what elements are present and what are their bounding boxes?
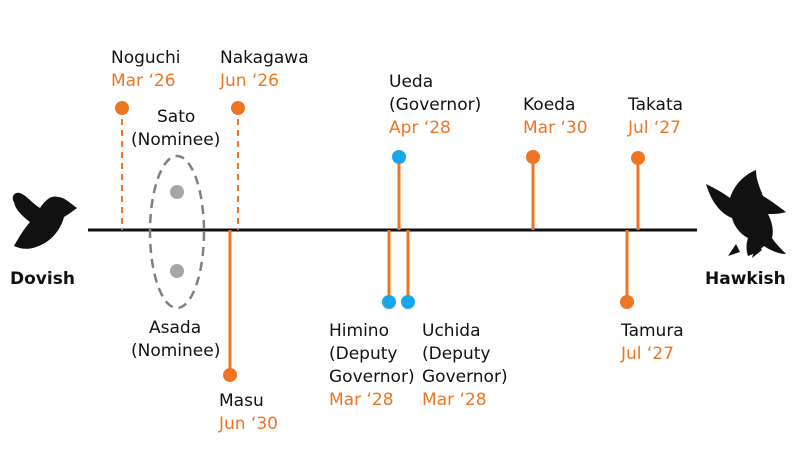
masu-date: Jun ‘30	[218, 414, 278, 434]
asada-role: (Nominee)	[131, 341, 220, 361]
dovish-label: Dovish	[10, 269, 75, 289]
koeda-date: Mar ‘30	[523, 118, 588, 138]
nakagawa-date: Jun ‘26	[219, 71, 279, 91]
tamura-marker	[620, 295, 634, 309]
noguchi-marker	[115, 101, 129, 115]
member-takata: Takata Jul ‘27	[627, 95, 683, 230]
tamura-date: Jul ‘27	[620, 344, 674, 364]
noguchi-date: Mar ‘26	[111, 71, 176, 91]
uchida-date: Mar ‘28	[422, 390, 487, 410]
takata-date: Jul ‘27	[627, 118, 681, 138]
hawkish-label: Hawkish	[705, 269, 786, 289]
sato-marker	[170, 185, 184, 199]
member-sato: Sato (Nominee)	[131, 107, 220, 199]
ueda-role: (Governor)	[389, 95, 481, 115]
himino-marker	[382, 295, 396, 309]
asada-marker	[170, 264, 184, 278]
member-noguchi: Noguchi Mar ‘26	[111, 48, 181, 230]
member-asada: Asada (Nominee)	[131, 264, 220, 361]
nakagawa-name: Nakagawa	[220, 48, 309, 68]
masu-marker	[223, 368, 237, 382]
himino-name: Himino	[329, 321, 389, 341]
member-nakagawa: Nakagawa Jun ‘26	[219, 48, 309, 230]
masu-name: Masu	[219, 391, 264, 411]
koeda-name: Koeda	[523, 95, 575, 115]
member-uchida: Uchida (Deputy Governor) Mar ‘28	[401, 230, 508, 410]
uchida-role-line2: Governor)	[422, 367, 508, 387]
nominees-ellipse	[148, 154, 206, 310]
ueda-marker	[392, 150, 406, 164]
uchida-role-line1: (Deputy	[422, 344, 490, 364]
dove-icon	[12, 192, 77, 249]
himino-date: Mar ‘28	[329, 390, 394, 410]
member-masu: Masu Jun ‘30	[218, 230, 278, 434]
member-tamura: Tamura Jul ‘27	[620, 230, 684, 364]
uchida-name: Uchida	[422, 321, 481, 341]
member-himino: Himino (Deputy Governor) Mar ‘28	[329, 230, 415, 410]
sato-name: Sato	[157, 107, 195, 127]
asada-name: Asada	[149, 318, 201, 338]
noguchi-name: Noguchi	[111, 48, 181, 68]
nakagawa-marker	[231, 101, 245, 115]
uchida-marker	[401, 295, 415, 309]
tamura-name: Tamura	[620, 321, 684, 341]
takata-marker	[631, 151, 645, 165]
koeda-marker	[526, 150, 540, 164]
sato-role: (Nominee)	[131, 130, 220, 150]
himino-role-line1: (Deputy	[329, 344, 397, 364]
ueda-date: Apr ‘28	[389, 118, 451, 138]
takata-name: Takata	[627, 95, 683, 115]
ueda-name: Ueda	[389, 72, 433, 92]
member-koeda: Koeda Mar ‘30	[523, 95, 588, 230]
himino-role-line2: Governor)	[329, 367, 415, 387]
member-ueda: Ueda (Governor) Apr ‘28	[389, 72, 481, 230]
hawk-icon	[706, 170, 786, 258]
